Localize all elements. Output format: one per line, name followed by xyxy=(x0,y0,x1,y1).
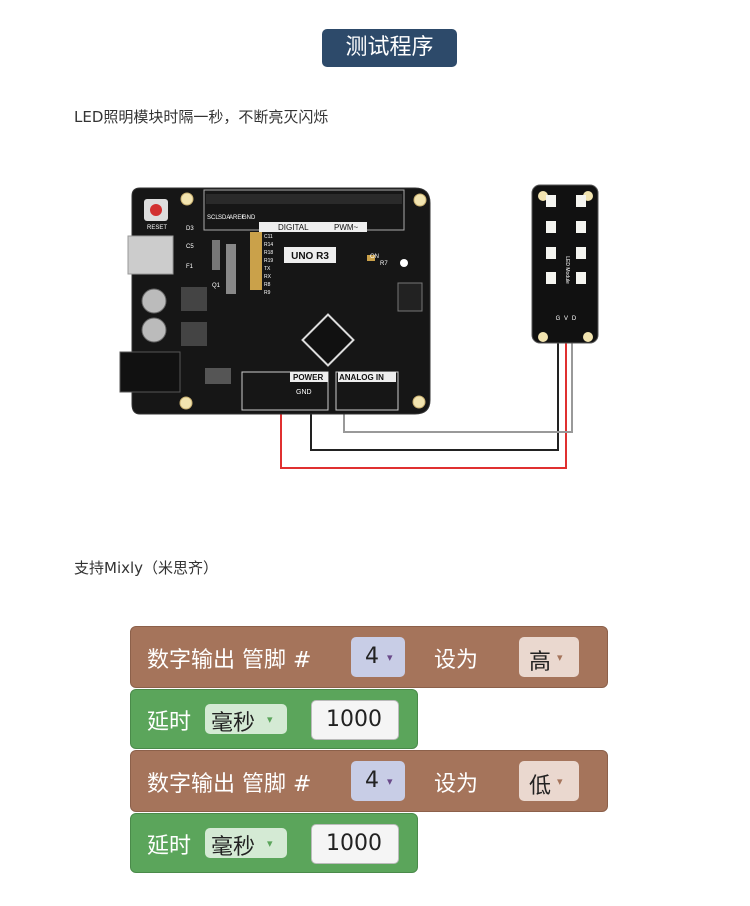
pin-dropdown[interactable]: 4 ▾ xyxy=(351,761,405,801)
r7-label: R7 xyxy=(380,261,388,267)
block-label: 延时 xyxy=(147,834,192,859)
on-label: ON xyxy=(370,254,379,260)
block-digital-write-high[interactable]: 数字输出 管脚 # 4 ▾ 设为 高 ▾ xyxy=(130,626,608,688)
unit-dropdown[interactable]: 毫秒 ▾ xyxy=(205,704,287,736)
block-delay[interactable]: 延时 毫秒 ▾ 1000 xyxy=(130,689,418,749)
wire-gnd xyxy=(310,340,559,451)
pin-aref: AREF xyxy=(229,215,245,221)
uno-board xyxy=(119,187,431,415)
label-rx: RX xyxy=(264,274,272,280)
label-r18: R18 xyxy=(264,250,273,256)
page-title: 测试程序 xyxy=(322,29,457,67)
chevron-down-icon: ▾ xyxy=(387,651,393,664)
description-caption: LED照明模块时隔一秒，不断亮灭闪烁 xyxy=(74,108,329,126)
wire-signal xyxy=(343,340,573,433)
pwm-label: PWM~ xyxy=(334,223,359,232)
pin-dropdown[interactable]: 4 ▾ xyxy=(351,637,405,677)
set-label: 设为 xyxy=(434,648,479,673)
block-label: 数字输出 管脚 # xyxy=(147,772,312,797)
label-r8: R8 xyxy=(264,282,271,288)
label-q1: Q1 xyxy=(212,283,221,289)
block-digital-write-low[interactable]: 数字输出 管脚 # 4 ▾ 设为 低 ▾ xyxy=(130,750,608,812)
module-pin-v: V xyxy=(564,316,568,322)
chevron-down-icon: ▾ xyxy=(387,775,393,788)
label-f1: F1 xyxy=(186,264,194,270)
label-c11: C11 xyxy=(264,234,273,240)
label-r19: R19 xyxy=(264,258,273,264)
label-r9: R9 xyxy=(264,290,271,296)
label-c5: C5 xyxy=(186,244,194,250)
pin-gnd: GND xyxy=(242,215,256,221)
label-tx: TX xyxy=(264,266,271,272)
wiring-diagram: UNO R3 DIGITAL PWM~ POWER ANALOG IN GND … xyxy=(119,184,599,469)
level-dropdown[interactable]: 高 ▾ xyxy=(519,637,579,677)
reset-label: RESET xyxy=(147,225,167,231)
board-name: UNO R3 xyxy=(291,251,329,262)
delay-value-input[interactable]: 1000 xyxy=(311,824,399,864)
set-label: 设为 xyxy=(434,772,479,797)
analog-label: ANALOG IN xyxy=(339,373,384,382)
power-label: POWER xyxy=(293,373,323,382)
led-module xyxy=(531,184,599,344)
block-label: 延时 xyxy=(147,710,192,735)
level-dropdown[interactable]: 低 ▾ xyxy=(519,761,579,801)
digital-label: DIGITAL xyxy=(278,223,309,232)
label-r14: R14 xyxy=(264,242,273,248)
module-pin-d: D xyxy=(572,316,577,322)
chevron-down-icon: ▾ xyxy=(267,837,273,850)
pin-sda: SDA xyxy=(218,215,230,221)
block-label: 数字输出 管脚 # xyxy=(147,648,312,673)
module-pin-g: G xyxy=(556,316,561,322)
gnd-label: GND xyxy=(296,389,312,396)
block-delay[interactable]: 延时 毫秒 ▾ 1000 xyxy=(130,813,418,873)
chevron-down-icon: ▾ xyxy=(557,651,563,664)
chevron-down-icon: ▾ xyxy=(557,775,563,788)
pin-scl: SCL xyxy=(207,215,219,221)
delay-value-input[interactable]: 1000 xyxy=(311,700,399,740)
mixly-caption: 支持Mixly（米思齐） xyxy=(74,559,219,577)
unit-dropdown[interactable]: 毫秒 ▾ xyxy=(205,828,287,860)
module-name: LED Module xyxy=(564,256,570,284)
label-d3: D3 xyxy=(186,226,194,232)
wire-vcc xyxy=(280,340,567,469)
chevron-down-icon: ▾ xyxy=(267,713,273,726)
